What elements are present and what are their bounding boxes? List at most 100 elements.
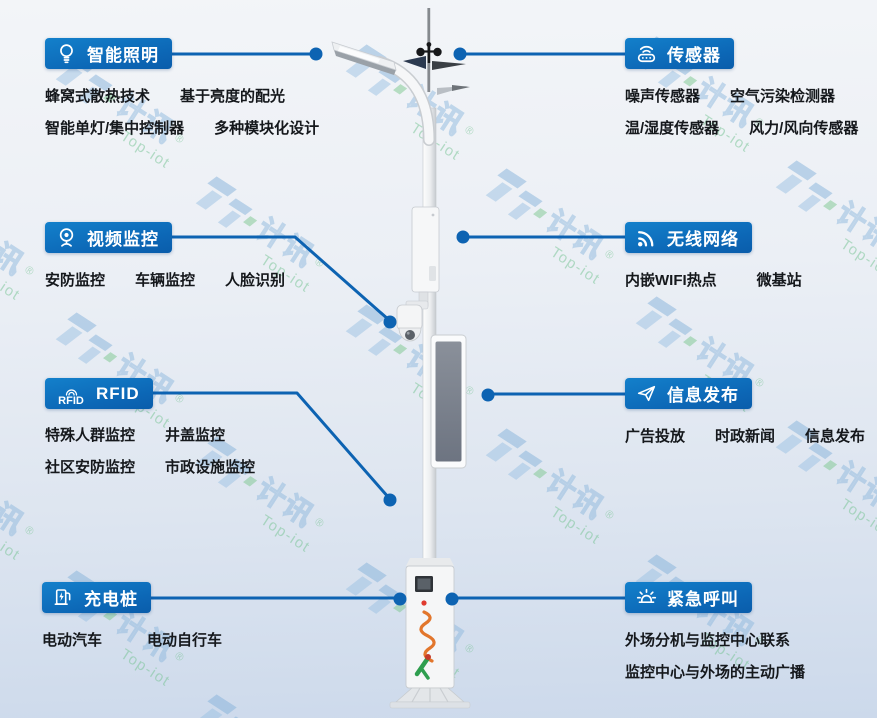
topiot-logo-icon [476,164,555,237]
watermark-brand-text: Top-iot [257,511,314,557]
badge-label: 充电桩 [84,590,138,609]
feature-wireless-network: 无线网络 内嵌WIFI热点 微基站 [625,222,802,290]
led-lamp-head [331,41,397,75]
badge-label: 智能照明 [87,46,159,65]
smart-lighting-badge[interactable]: 智能照明 [45,38,172,69]
feature-desc: 内嵌WIFI热点 微基站 [625,269,802,290]
desc-item: 空气污染检测器 [730,88,836,105]
desc-item: 特殊人群监控 [45,427,136,444]
registered-mark: ® [312,255,328,272]
watermark: 计讯® Top-iot [471,424,623,549]
siren-icon [635,586,658,609]
feature-info-publish: 信息发布 广告投放 时政新闻 信息发布 [625,378,865,446]
registered-mark: ® [602,247,618,264]
info-publish-badge[interactable]: 信息发布 [625,378,752,409]
desc-item: 车辆监控 [135,272,196,289]
desc-item: 电动汽车 [42,632,103,649]
rfid-badge[interactable]: RFID RFID [45,378,153,409]
desc-item: 信息发布 [805,428,866,445]
topiot-logo-icon [766,156,845,229]
badge-label: 信息发布 [667,386,739,405]
desc-item: 广告投放 [625,428,686,445]
status-led [421,600,427,606]
watermark-brand-text: Top-iot [837,235,877,281]
watermark: 计讯® Top-iot [471,164,623,289]
rfid-icon-text: RFID [58,394,84,407]
topiot-logo-icon [46,308,125,381]
topiot-logo-icon [626,292,705,365]
registered-mark: ® [462,123,478,140]
registered-mark: ® [172,649,188,666]
badge-label: 无线网络 [667,230,739,249]
feature-desc: 噪声传感器 空气污染检测器 温/湿度传感器 风力/风向传感器 [625,85,858,138]
watermark-brand-text: Top-iot [547,503,604,549]
desc-item: 监控中心与外场的主动广播 [625,664,806,681]
paper-plane-icon [635,382,658,405]
watermark: 计讯® Top-iot [0,180,43,305]
watermark-logo-text: 计讯® [250,473,328,535]
watermark-logo-text: 计讯® [540,205,618,267]
topiot-logo-icon [186,690,265,718]
desc-item: 内嵌WIFI热点 [625,272,717,289]
watermark-logo-text: 计讯® [830,457,877,519]
desc-item: 电动自行车 [147,632,223,649]
desc-item: 风力/风向传感器 [749,120,859,137]
feature-rfid: RFID RFID 特殊人群监控 井盖监控 社区安防监控 市政设施监控 [45,378,255,477]
feature-emergency-call: 紧急呼叫 外场分机与监控中心联系 监控中心与外场的主动广播 [625,582,805,682]
wireless-network-badge[interactable]: 无线网络 [625,222,752,253]
watermark-logo-text: 计讯® [0,221,38,283]
emergency-call-badge[interactable]: 紧急呼叫 [625,582,752,613]
pole-shaft [422,107,437,587]
watermark-logo-text: 计讯® [0,481,38,543]
watermark-logo-text: 计讯® [830,197,877,259]
desc-item: 时政新闻 [715,428,776,445]
sensor-icon [635,42,658,65]
registered-mark: ® [22,263,38,280]
webcam-icon [55,226,78,249]
charger-icon [52,586,75,609]
feature-video-surveillance: 视频监控 安防监控 车辆监控 人脸识别 [45,222,285,290]
watermark-brand-text: Top-iot [0,519,24,565]
charging-plug [414,655,431,677]
watermark: 计讯® Top-iot [181,690,333,718]
desc-item: 蜂窝式散热技术 [45,88,151,105]
video-surveillance-badge[interactable]: 视频监控 [45,222,172,253]
watermark: 计讯® Top-iot [331,558,483,683]
endpoint-dot [383,493,397,507]
endpoint-dot [383,315,397,329]
desc-item: 微基站 [756,272,802,289]
endpoint-dot [445,592,459,606]
watermark-brand-text: Top-iot [407,379,464,425]
watermark-logo-text: 计讯® [540,465,618,527]
lamp-arm [374,56,435,146]
wifi-icon [635,226,658,249]
desc-item: 人脸识别 [225,272,286,289]
led-display-screen [430,334,467,469]
feature-desc: 外场分机与监控中心联系 监控中心与外场的主动广播 [625,629,805,682]
wind-sensor-icon [403,42,466,70]
registered-mark: ® [602,507,618,524]
charging-pile-badge[interactable]: 充电桩 [42,582,151,613]
registered-mark: ® [462,383,478,400]
badge-label: 视频监控 [87,230,159,249]
badge-label: 紧急呼叫 [667,590,739,609]
desc-item: 温/湿度传感器 [625,120,720,137]
feature-desc: 安防监控 车辆监控 人脸识别 [45,269,285,290]
watermark-logo-text: 计讯® [400,599,478,661]
watermark: 计讯® Top-iot [331,40,483,165]
badge-label: 传感器 [667,46,721,65]
watermark-brand-text: Top-iot [547,243,604,289]
feature-desc: 电动汽车 电动自行车 [42,629,222,650]
registered-mark: ® [462,641,478,658]
charging-cable [419,610,436,663]
watermark-brand-text: Top-iot [837,495,877,541]
equipment-box [411,206,440,307]
registered-mark: ® [22,523,38,540]
feature-sensors: 传感器 噪声传感器 空气污染检测器 温/湿度传感器 风力/风向传感器 [625,38,858,138]
sensors-badge[interactable]: 传感器 [625,38,734,69]
watermark-brand-text: Top-iot [407,119,464,165]
endpoint-dot [481,388,495,402]
watermark-logo-text: 计讯® [400,341,478,403]
watermark-brand-text: Top-iot [407,637,464,683]
side-bracket [437,86,468,95]
